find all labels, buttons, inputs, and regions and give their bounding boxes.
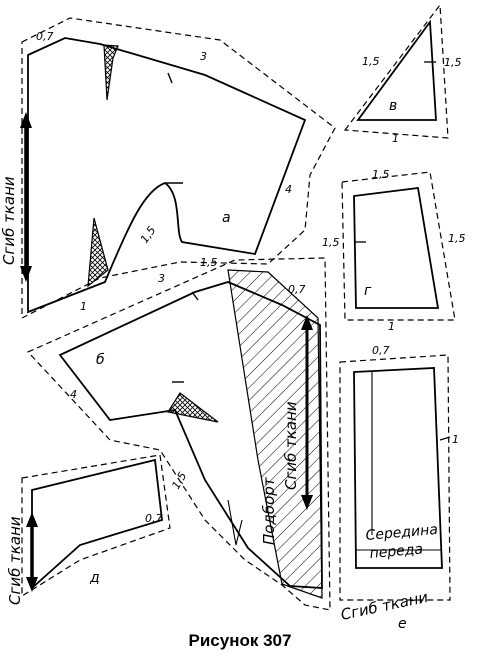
piece-a-shoulder-notch	[167, 72, 173, 84]
a-shoulder-allowance: 3	[200, 50, 207, 63]
piece-a-label: а	[222, 210, 231, 226]
piece-e	[339, 354, 451, 601]
fold-arrow-a	[20, 112, 32, 282]
a-bottom-mid-allowance: 3	[158, 272, 165, 285]
a-neck-allowance: 0,7	[36, 30, 54, 43]
e-right-allowance: 1	[452, 433, 459, 446]
fold-arrow-d	[26, 512, 38, 592]
piece-b-bust-dart	[167, 392, 219, 423]
piece-b	[26, 257, 331, 611]
figure-caption: Рисунок 307	[189, 631, 292, 650]
fold-label-a: Сгиб ткани	[0, 176, 18, 265]
piece-g-seam-line	[353, 186, 440, 309]
a-bottom-left-allowance: 1	[80, 300, 87, 313]
piece-v	[343, 3, 449, 139]
piece-d-label: д	[89, 570, 100, 586]
piece-a-side-dart	[87, 217, 109, 288]
fold-label-d: Сгиб ткани	[6, 516, 24, 605]
piece-v-label: в	[389, 98, 397, 114]
g-left-allowance: 1,5	[322, 236, 340, 249]
b-side-allowance: 4	[70, 388, 77, 401]
piece-v-seam-line	[356, 19, 437, 121]
piece-v-cut-line	[343, 3, 449, 139]
fold-arrow-b	[301, 315, 313, 510]
piece-b-lower-dart	[227, 499, 243, 546]
piece-b-upper-notch	[191, 291, 199, 301]
piece-e-cut-line	[339, 354, 451, 601]
center-front-label-line2: переда	[369, 541, 424, 562]
g-top-allowance: 1,5	[372, 168, 390, 181]
piece-a-seam-line	[27, 37, 307, 314]
piece-e-notch	[439, 436, 451, 441]
piece-b-label: б	[96, 352, 105, 368]
piece-e-label: е	[398, 616, 407, 632]
piece-e-seam-line	[353, 367, 443, 569]
piece-d-seam-line	[31, 458, 163, 591]
v-bottom-allowance: 1	[392, 132, 399, 145]
d-right-allowance: 0,7	[145, 512, 163, 525]
v-right-allowance: 1,5	[444, 56, 462, 69]
facing-hatched	[227, 269, 323, 599]
piece-a-shoulder-dart	[103, 44, 119, 101]
a-bottom-right-allowance: 1,5	[200, 256, 218, 269]
fold-label-b: Сгиб ткани	[282, 401, 300, 490]
piece-g-label: г	[364, 283, 372, 299]
piece-g	[341, 171, 456, 321]
b-corner-allowance: 0,7	[288, 283, 306, 296]
v-left-allowance: 1,5	[362, 55, 380, 68]
piece-a-cut-line	[21, 17, 336, 319]
piece-d-cut-line	[21, 454, 171, 598]
a-side-allowance: 4	[285, 183, 292, 196]
b-dart-allowance: 1,5	[169, 470, 189, 492]
g-bottom-allowance: 1	[388, 320, 395, 333]
fold-label-e: Сгиб ткани	[339, 588, 430, 624]
piece-g-cut-line	[341, 171, 456, 321]
piece-a	[21, 17, 336, 319]
g-right-allowance: 1,5	[448, 232, 466, 245]
a-armhole-allowance: 1,5	[138, 224, 159, 246]
piece-b-cut-line	[26, 257, 331, 611]
e-top-allowance: 0,7	[372, 344, 390, 357]
facing-label: Подборт	[260, 476, 278, 545]
center-front-label-line1: Середина	[365, 522, 439, 544]
